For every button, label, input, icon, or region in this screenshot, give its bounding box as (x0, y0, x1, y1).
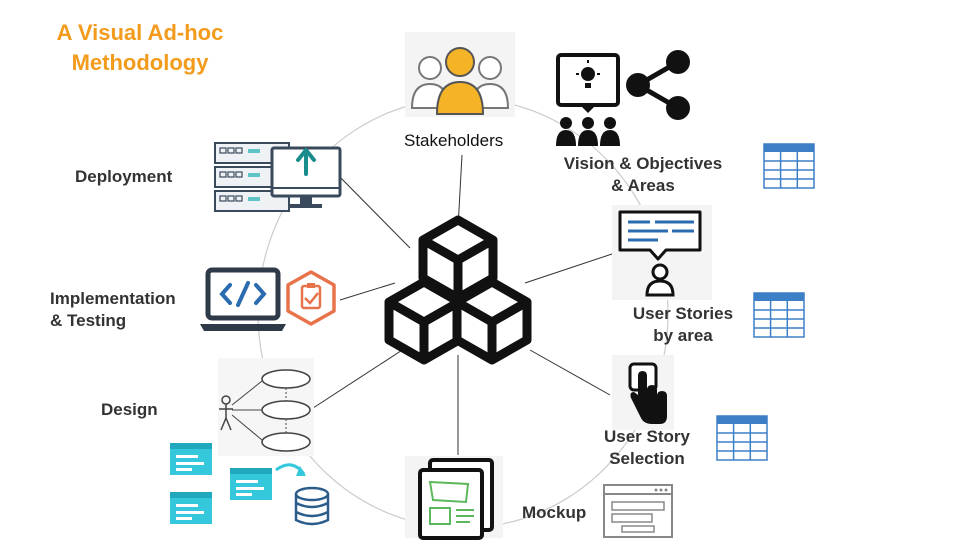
table-icon (763, 143, 815, 189)
label-story-selection-line-1: User Story (604, 427, 690, 446)
label-story-selection: User Story Selection (593, 426, 701, 470)
label-implementation: Implementation & Testing (50, 288, 176, 332)
window-cards-icon (170, 443, 306, 524)
share-icon (626, 50, 690, 120)
touch-selection-icon (612, 355, 674, 430)
title-line-1: A Visual Ad-hoc (56, 20, 224, 45)
stakeholders-icon (405, 32, 515, 117)
label-user-stories: User Stories by area (620, 303, 746, 347)
label-stakeholders: Stakeholders (404, 131, 504, 150)
browser-wireframe-icon (603, 484, 673, 538)
table-icon (716, 415, 768, 461)
label-user-stories-line-2: by area (653, 326, 713, 345)
mockup-layers-icon (405, 456, 503, 540)
test-badge-icon (286, 270, 336, 326)
table-icon (753, 292, 805, 338)
diagram-title: A Visual Ad-hoc Methodology (30, 18, 250, 78)
label-implementation-line-1: Implementation (50, 289, 176, 308)
database-icon (294, 486, 330, 526)
label-deployment: Deployment (75, 167, 173, 186)
label-user-stories-line-1: User Stories (632, 304, 734, 323)
title-line-2: Methodology (71, 50, 209, 75)
label-story-selection-line-2: Selection (609, 449, 685, 468)
code-laptop-icon (200, 267, 286, 331)
label-implementation-line-2: & Testing (50, 311, 127, 330)
label-mockup: Mockup (522, 503, 587, 522)
label-design: Design (101, 400, 158, 419)
use-case-diagram-icon (218, 358, 314, 456)
monitor-upload-icon (270, 146, 342, 208)
user-story-chat-icon (612, 205, 712, 300)
label-vision-line-1: Vision & Objectives (563, 154, 723, 173)
label-vision-line-2: & Areas (611, 176, 675, 195)
central-cubes-icon (384, 215, 532, 365)
label-vision: Vision & Objectives & Areas (552, 153, 734, 197)
vision-presentation-icon (556, 53, 620, 146)
